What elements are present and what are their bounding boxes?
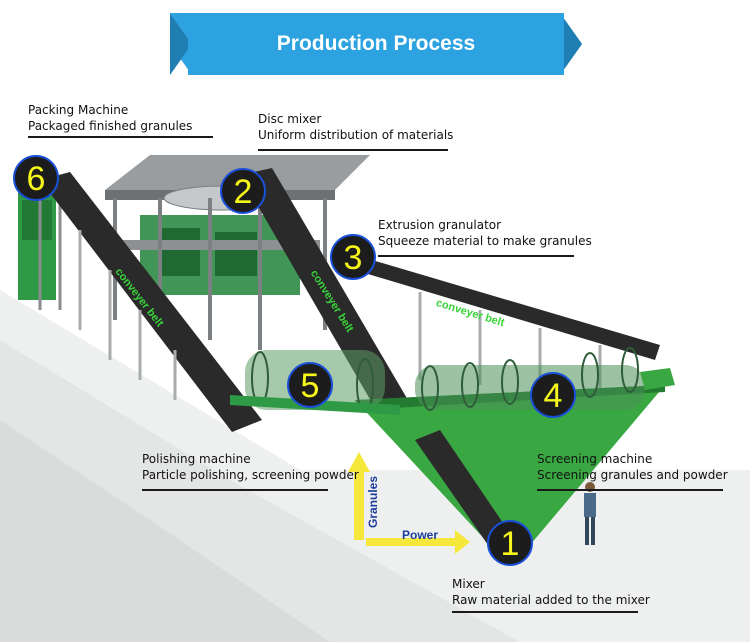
discharge-chute xyxy=(640,368,675,390)
page-title: Production Process xyxy=(276,32,476,55)
disc-mixer-motor xyxy=(160,228,200,276)
station-4-marker: 4 xyxy=(530,372,576,418)
station-5-name: Polishing machine xyxy=(142,452,251,466)
packing-frame xyxy=(38,190,62,310)
station-5-marker: 5 xyxy=(287,362,333,408)
title-banner xyxy=(170,13,582,75)
platform-deck xyxy=(95,240,320,250)
station-6-underline xyxy=(28,136,213,138)
power-label: Power xyxy=(402,528,439,542)
granules-arrow xyxy=(348,452,370,540)
granules-label: Granules xyxy=(366,475,380,528)
station-5-underline xyxy=(142,489,328,491)
station-4-name: Screening machine xyxy=(537,452,653,466)
title-banner-wrap: Production Process xyxy=(170,13,582,75)
drum-hoops xyxy=(421,347,639,411)
station-2-underline xyxy=(258,149,448,151)
station-4-description: Screening granules and powder xyxy=(537,468,728,482)
station-3-description: Squeeze material to make granules xyxy=(378,234,592,248)
station-6-marker: 6 xyxy=(13,155,59,201)
station-6-description: Packaged finished granules xyxy=(28,119,193,133)
station-2-marker: 2 xyxy=(220,168,266,214)
station-5-number: 5 xyxy=(300,367,320,405)
station-1-description: Raw material added to the mixer xyxy=(452,593,650,607)
station-2-description: Uniform distribution of materials xyxy=(258,128,454,142)
power-arrow xyxy=(366,530,470,554)
station-1-underline xyxy=(452,611,638,613)
station-3-name: Extrusion granulator xyxy=(378,218,502,232)
station-2-number: 2 xyxy=(233,173,253,211)
conveyor-belt-packing xyxy=(40,172,262,432)
station-3-number: 3 xyxy=(343,239,363,277)
belt6-supports xyxy=(78,230,177,400)
station-5-description: Particle polishing, screening powder xyxy=(142,468,359,482)
station-1-marker: 1 xyxy=(487,520,533,566)
screening-hopper xyxy=(355,385,665,545)
station-2-name: Disc mixer xyxy=(258,112,322,126)
station-3-underline xyxy=(378,255,574,257)
station-3-marker: 3 xyxy=(330,234,376,280)
disc-mixer-motor-2 xyxy=(215,232,257,276)
station-6-name: Packing Machine xyxy=(28,103,129,117)
conveyor-belt-long xyxy=(348,255,660,360)
station-4-number: 4 xyxy=(543,377,563,415)
conveyor-belt-mixer xyxy=(415,430,520,555)
station-1-name: Mixer xyxy=(452,577,485,591)
packing-machine-panel xyxy=(22,200,52,240)
station-6-number: 6 xyxy=(26,160,46,198)
ground-strip xyxy=(0,420,330,642)
station-4-underline xyxy=(537,489,723,491)
station-1-number: 1 xyxy=(500,525,520,563)
